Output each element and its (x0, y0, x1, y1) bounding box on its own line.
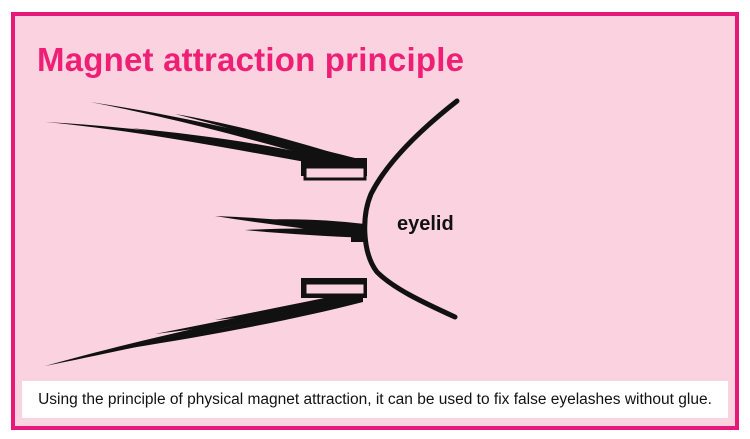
eyelid-curve (362, 98, 460, 320)
lower-lash-cluster (45, 278, 367, 366)
diagram-frame: Magnet attraction principle (11, 12, 739, 430)
diagram-title: Magnet attraction principle (37, 41, 465, 78)
lower-magnet (303, 281, 367, 297)
eyelid-label: eyelid (397, 213, 454, 235)
upper-lash-cluster (45, 102, 367, 181)
caption-text: Using the principle of physical magnet a… (38, 390, 712, 408)
upper-magnet (303, 165, 367, 181)
magnet-lash-diagram (45, 98, 460, 366)
caption-box: Using the principle of physical magnet a… (22, 381, 728, 418)
middle-lash-cluster (215, 216, 367, 242)
